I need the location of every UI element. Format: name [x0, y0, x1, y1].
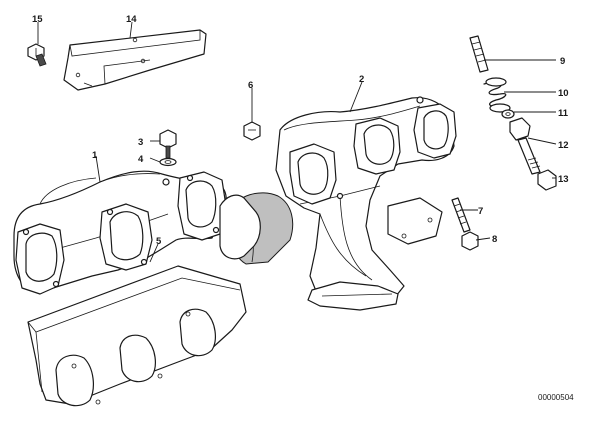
callout-2: 2	[359, 74, 364, 85]
callout-15: 15	[32, 14, 43, 25]
callouts: 1 2 3 4 5 6 7 8 9 10 11 12 13 14 15	[32, 14, 569, 247]
sleeve-11[interactable]	[501, 109, 515, 119]
bolt-3[interactable]	[159, 129, 177, 159]
heat-shield-bracket[interactable]	[63, 29, 207, 91]
callout-3: 3	[138, 137, 143, 148]
heat-shield-plate[interactable]	[27, 265, 247, 407]
exhaust-manifold-rear[interactable]	[230, 96, 457, 311]
callout-7: 7	[478, 206, 483, 217]
connecting-pipe	[219, 194, 261, 260]
callout-6: 6	[248, 80, 253, 91]
bolt-15[interactable]	[27, 43, 47, 67]
nut-6[interactable]	[243, 121, 261, 141]
callout-14: 14	[126, 14, 137, 25]
stud-7[interactable]	[451, 197, 471, 233]
callout-8: 8	[492, 234, 497, 245]
bolt-12[interactable]	[509, 117, 541, 175]
callout-9: 9	[560, 56, 565, 67]
exhaust-manifold-front[interactable]	[13, 170, 227, 295]
nut-8[interactable]	[461, 231, 479, 251]
callout-13: 13	[558, 174, 569, 185]
leader-lines	[37, 21, 557, 263]
callout-12: 12	[558, 140, 569, 151]
nut-13[interactable]	[537, 169, 557, 191]
spring-10[interactable]	[483, 77, 511, 113]
callout-1: 1	[92, 150, 98, 161]
diagram-reference-number: 00000504	[538, 393, 574, 402]
stud-9[interactable]	[469, 35, 489, 73]
callout-5: 5	[156, 236, 162, 247]
callout-11: 11	[558, 108, 569, 119]
callout-4: 4	[138, 154, 144, 165]
washer-4[interactable]	[159, 157, 177, 167]
callout-10: 10	[558, 88, 569, 99]
